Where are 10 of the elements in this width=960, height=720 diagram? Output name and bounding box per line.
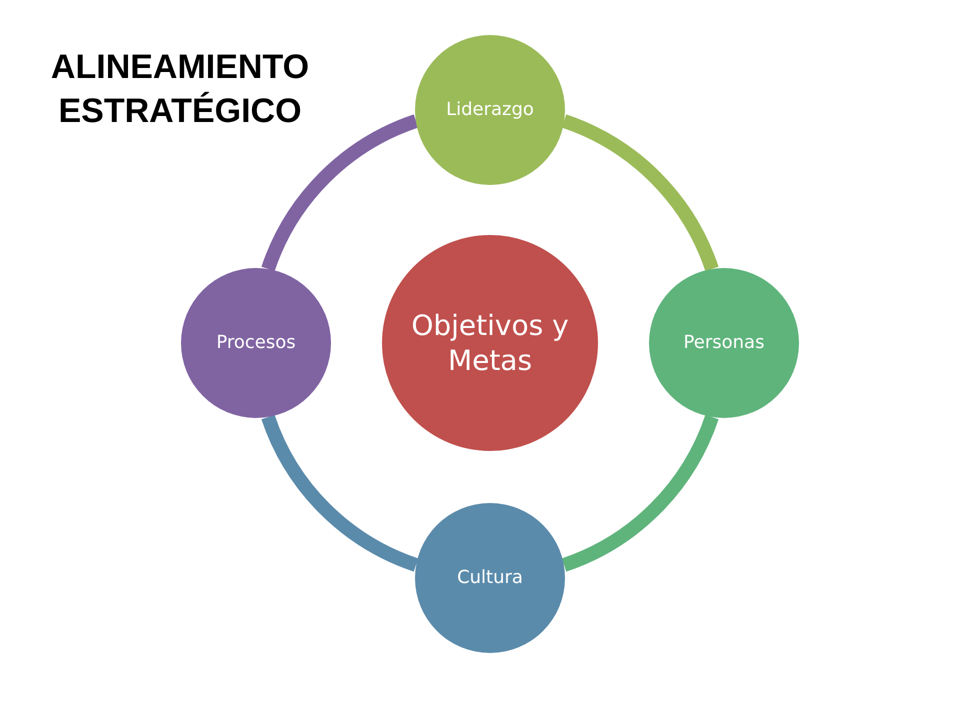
ring-arc-connector <box>561 414 718 572</box>
ring-arc-connector <box>262 414 419 572</box>
node-label: Procesos <box>216 332 296 354</box>
node-label: Personas <box>684 332 764 354</box>
ring-arc-connector <box>262 114 419 272</box>
node-label: Cultura <box>457 566 523 590</box>
ring-arc-connector <box>561 114 718 272</box>
node-label: Liderazgo <box>446 98 534 122</box>
title: ALINEAMIENTO ESTRATÉGICO <box>50 47 310 132</box>
node-label: Objetivos y Metas <box>410 308 570 378</box>
